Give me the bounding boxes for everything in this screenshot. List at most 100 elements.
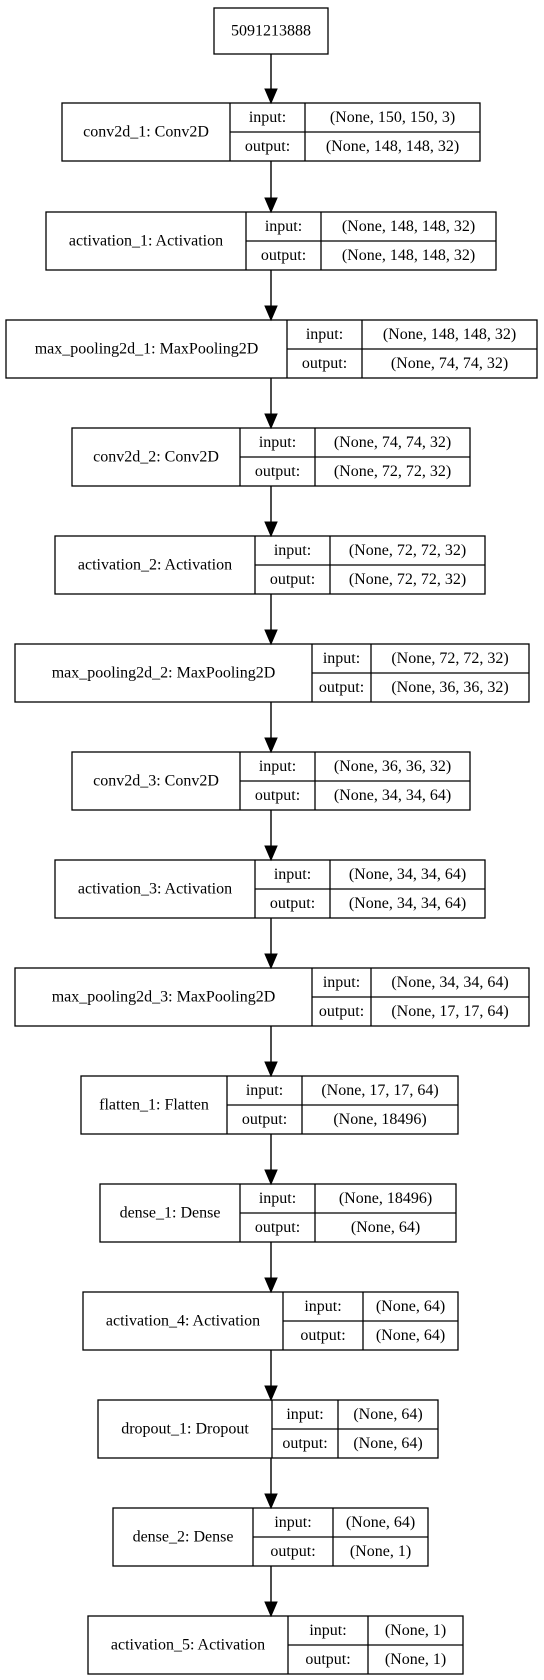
output-shape: (None, 17, 17, 64)	[391, 1003, 508, 1020]
input-port-label: input:	[246, 1082, 283, 1099]
input-port-label: input:	[249, 109, 286, 126]
arrowhead	[264, 629, 278, 646]
output-shape: (None, 64)	[353, 1435, 422, 1452]
output-shape: (None, 36, 36, 32)	[391, 679, 508, 696]
arrowhead	[264, 845, 278, 862]
layer-node: activation_3: Activationinput:output:(No…	[54, 859, 486, 919]
input-shape: (None, 64)	[376, 1298, 445, 1315]
layer-node: activation_1: Activation input: output: (No…	[45, 211, 497, 271]
layer-node: max_pooling2d_2: MaxPooling2Dinput:outpu…	[14, 643, 530, 703]
arrowhead	[264, 737, 278, 754]
layer-name: activation_1: Activation	[69, 233, 223, 250]
output-shape: (None, 18496)	[333, 1111, 426, 1128]
input-port-label: input:	[265, 218, 302, 235]
layer-name: max_pooling2d_2: MaxPooling2D	[52, 665, 276, 682]
arrowhead	[264, 197, 278, 214]
input-node-label: 5091213888	[231, 23, 311, 40]
output-port-label: output:	[255, 1219, 300, 1236]
layer-name: max_pooling2d_1: MaxPooling2D	[35, 341, 259, 358]
edge-arrow	[264, 378, 278, 430]
edge-arrow	[264, 1458, 278, 1510]
input-shape: (None, 148, 148, 32)	[383, 326, 516, 343]
input-shape: (None, 34, 34, 64)	[391, 974, 508, 991]
output-port-label: output:	[305, 1651, 350, 1668]
edge-arrow	[264, 702, 278, 754]
output-port-label: output:	[261, 247, 306, 264]
input-port-label: input:	[274, 542, 311, 559]
arrowhead	[264, 521, 278, 538]
input-shape: (None, 17, 17, 64)	[321, 1082, 438, 1099]
input-port-label: input:	[323, 974, 360, 991]
layer-name: conv2d_1: Conv2D	[83, 124, 209, 141]
layer-name: max_pooling2d_3: MaxPooling2D	[52, 989, 276, 1006]
layer-name: activation_4: Activation	[106, 1313, 260, 1330]
layer-name: activation_2: Activation	[78, 557, 232, 574]
input-port-label: input:	[274, 1514, 311, 1531]
edge-arrow	[264, 1026, 278, 1078]
output-shape: (None, 34, 34, 64)	[334, 787, 451, 804]
output-port-label: output:	[245, 138, 290, 155]
input-shape: (None, 148, 148, 32)	[342, 218, 475, 235]
layer-node: activation_5: Activationinput:output:(No…	[87, 1615, 464, 1675]
layer-node: conv2d_3: Conv2D input: output: (None, 36, …	[71, 751, 471, 811]
arrowhead	[264, 413, 278, 430]
input-port-label: input:	[259, 758, 296, 775]
layer-name: activation_5: Activation	[111, 1637, 265, 1654]
output-shape: (None, 148, 148, 32)	[326, 138, 459, 155]
arrowhead	[264, 1277, 278, 1294]
arrowhead	[264, 1061, 278, 1078]
layer-node: max_pooling2d_3: MaxPooling2Dinput:outpu…	[14, 967, 530, 1027]
output-shape: (None, 1)	[350, 1543, 411, 1560]
input-shape: (None, 74, 74, 32)	[334, 434, 451, 451]
arrowhead	[264, 1385, 278, 1402]
output-shape: (None, 64)	[376, 1327, 445, 1344]
edge-arrow	[264, 161, 278, 214]
output-port-label: output:	[319, 679, 364, 696]
input-shape: (None, 36, 36, 32)	[334, 758, 451, 775]
arrowhead	[264, 88, 278, 105]
input-shape: (None, 72, 72, 32)	[349, 542, 466, 559]
input-port-label: input:	[286, 1406, 323, 1423]
input-shape: (None, 64)	[353, 1406, 422, 1423]
edge-arrow	[264, 810, 278, 862]
edge-arrow	[264, 594, 278, 646]
output-port-label: output:	[270, 1543, 315, 1560]
input-port-label: input:	[306, 326, 343, 343]
edge-arrow	[264, 1134, 278, 1186]
layer-node: activation_2: Activation input: output: (No…	[54, 535, 486, 595]
output-port-label: output:	[270, 571, 315, 588]
output-shape: (None, 72, 72, 32)	[334, 463, 451, 480]
layer-name: dense_1: Dense	[120, 1205, 221, 1222]
input-shape: (None, 18496)	[339, 1190, 432, 1207]
edge-arrow	[264, 1242, 278, 1294]
edges	[264, 54, 278, 1618]
output-port-label: output:	[255, 463, 300, 480]
output-shape: (None, 74, 74, 32)	[391, 355, 508, 372]
arrowhead	[264, 1169, 278, 1186]
output-shape: (None, 148, 148, 32)	[342, 247, 475, 264]
arrowhead	[264, 1493, 278, 1510]
output-port-label: output:	[302, 355, 347, 372]
edge-arrow	[264, 1566, 278, 1618]
output-port-label: output:	[255, 787, 300, 804]
output-shape: (None, 1)	[385, 1651, 446, 1668]
layer-name: conv2d_2: Conv2D	[93, 449, 219, 466]
output-port-label: output:	[300, 1327, 345, 1344]
edge-arrow	[264, 54, 278, 105]
arrowhead	[264, 305, 278, 322]
input-shape: (None, 72, 72, 32)	[391, 650, 508, 667]
output-port-label: output:	[242, 1111, 287, 1128]
layer-node: max_pooling2d_1: MaxPooling2D input: outpu…	[5, 319, 538, 379]
layer-name: conv2d_3: Conv2D	[93, 773, 219, 790]
input-port-label: input:	[274, 866, 311, 883]
arrowhead	[264, 953, 278, 970]
output-port-label: output:	[270, 895, 315, 912]
edge-arrow	[264, 486, 278, 538]
